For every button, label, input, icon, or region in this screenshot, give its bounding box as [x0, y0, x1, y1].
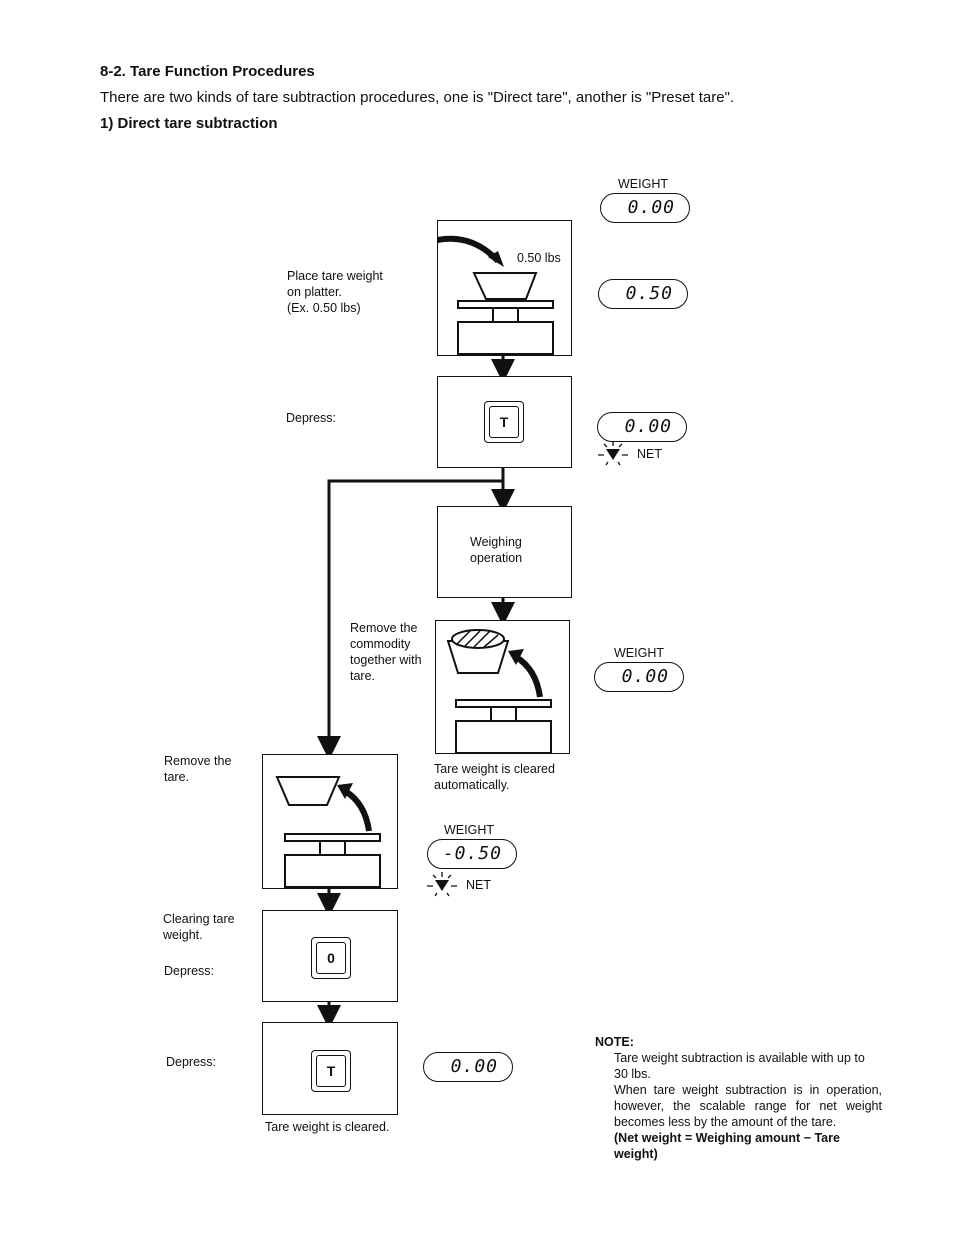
note-line-3: (Net weight = Weighing amount − Tare wei… — [614, 1131, 840, 1161]
tare-key-2[interactable]: T — [311, 1050, 351, 1092]
scale-tare-box: 0.50 lbs — [437, 220, 572, 356]
display-2: 0.50 — [598, 279, 688, 309]
subheading: 1) Direct tare subtraction — [100, 115, 278, 132]
remove-commodity-label: Remove the commodity together with tare. — [350, 621, 422, 683]
intro-text: There are two kinds of tare subtraction … — [100, 89, 735, 106]
tare-key-2-label: T — [316, 1055, 346, 1087]
remove-commodity-box — [435, 620, 570, 754]
note-title: NOTE: — [595, 1035, 634, 1049]
scale-with-bowl-icon — [438, 235, 554, 355]
tare-cleared-auto-label: Tare weight is cleared automatically. — [434, 762, 555, 792]
tare-key[interactable]: T — [484, 401, 524, 443]
depress-label-1: Depress: — [286, 411, 337, 425]
section-heading: 8-2. Tare Function Procedures — [100, 63, 315, 80]
note-body: Tare weight subtraction is available wit… — [614, 1050, 882, 1162]
depress-label-2: Depress: — [164, 964, 215, 978]
display-5: -0.50 — [427, 839, 517, 869]
weighing-label: Weighing operation — [470, 535, 523, 565]
zero-key-label: 0 — [316, 942, 346, 974]
remove-tare-box — [262, 754, 398, 889]
scale-with-commodity-icon — [446, 629, 552, 754]
depress-zero-box: 0 — [262, 910, 398, 1002]
weight-label-1: WEIGHT — [618, 177, 668, 191]
weight-label-3: WEIGHT — [444, 823, 494, 837]
display-4: 0.00 — [594, 662, 684, 692]
tare-key-label: T — [489, 406, 519, 438]
depress-label-3: Depress: — [166, 1055, 217, 1069]
remove-tare-label: Remove the tare. — [164, 754, 232, 784]
tare-amount: 0.50 lbs — [517, 251, 561, 265]
depress-tare-box-2: T — [262, 1022, 398, 1115]
display-1: 0.00 — [600, 193, 690, 223]
weight-label-2: WEIGHT — [614, 646, 664, 660]
place-tare-label: Place tare weight on platter. (Ex. 0.50 … — [287, 269, 383, 315]
clearing-label: Clearing tare weight. — [163, 912, 235, 942]
net-label-2: NET — [466, 878, 491, 892]
note-line-1: Tare weight subtraction is available wit… — [614, 1051, 865, 1081]
scale-remove-bowl-icon — [275, 776, 381, 888]
zero-key[interactable]: 0 — [311, 937, 351, 979]
net-label-1: NET — [637, 447, 662, 461]
tare-cleared-label: Tare weight is cleared. — [265, 1120, 390, 1134]
note-line-2: When tare weight subtraction is in opera… — [614, 1083, 882, 1129]
display-6: 0.00 — [423, 1052, 513, 1082]
weighing-operation-box: Weighing operation — [437, 506, 572, 598]
depress-tare-box: T — [437, 376, 572, 468]
display-3: 0.00 — [597, 412, 687, 442]
